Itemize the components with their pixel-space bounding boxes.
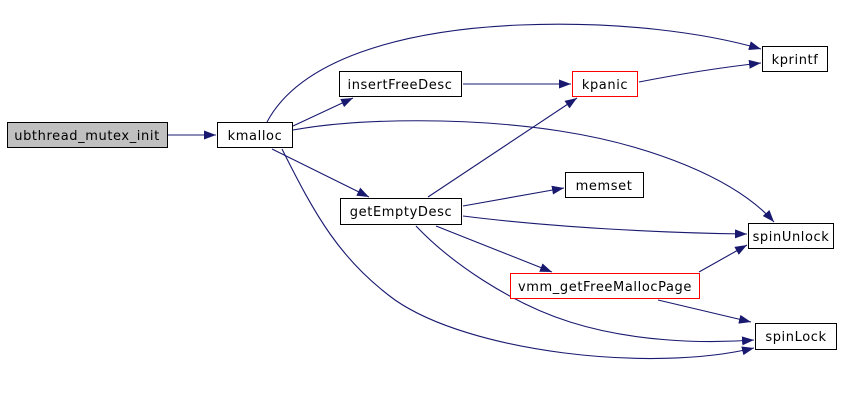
edge-getEmptyDesc-vmm_getFreeMallocPage — [435, 225, 553, 273]
edge-kmalloc-spinUnlock — [292, 120, 775, 223]
nodes-layer: ubthread_mutex_init kmalloc insertFreeDe… — [7, 46, 837, 350]
edge-getEmptyDesc-kpanic — [427, 97, 578, 198]
edge-getEmptyDesc-spinLock — [415, 225, 755, 346]
node-label: kmalloc — [228, 129, 283, 144]
edge-kmalloc-getEmptyDesc — [271, 148, 370, 198]
node-label: spinUnlock — [753, 230, 830, 245]
node-memset[interactable]: memset — [565, 172, 644, 198]
node-label: memset — [576, 179, 633, 194]
edge-vmm_getFreeMallocPage-spinLock — [657, 299, 752, 324]
edge-kmalloc-spinLock — [281, 148, 755, 360]
node-box[interactable] — [572, 71, 638, 97]
node-box[interactable] — [755, 323, 837, 350]
node-ubthread_mutex_init: ubthread_mutex_init — [7, 122, 168, 148]
node-box[interactable] — [748, 223, 834, 249]
node-insertFreeDesc[interactable]: insertFreeDesc — [339, 71, 462, 97]
node-label: ubthread_mutex_init — [14, 129, 160, 144]
node-box[interactable] — [510, 273, 700, 299]
node-kpanic[interactable]: kpanic — [572, 71, 638, 97]
node-kmalloc[interactable]: kmalloc — [217, 122, 293, 148]
node-box[interactable] — [762, 46, 828, 72]
node-vmm_getFreeMallocPage[interactable]: vmm_getFreeMallocPage — [510, 273, 700, 299]
node-label: getEmptyDesc — [350, 205, 452, 220]
node-box[interactable] — [565, 172, 644, 198]
node-label: spinLock — [765, 330, 826, 345]
node-label: kprintf — [772, 53, 819, 68]
edge-getEmptyDesc-memset — [462, 185, 565, 207]
node-box — [7, 122, 168, 148]
node-label: insertFreeDesc — [348, 78, 453, 93]
node-spinUnlock[interactable]: spinUnlock — [748, 223, 834, 249]
edge-vmm_getFreeMallocPage-spinUnlock — [698, 244, 748, 273]
edge-getEmptyDesc-spinUnlock — [462, 215, 748, 239]
node-box[interactable] — [340, 198, 462, 225]
edge-kmalloc-kprintf — [266, 23, 762, 123]
node-spinLock[interactable]: spinLock — [755, 323, 837, 350]
edges-layer — [168, 23, 775, 360]
node-getEmptyDesc[interactable]: getEmptyDesc — [340, 198, 462, 225]
node-box[interactable] — [339, 71, 462, 97]
node-box[interactable] — [217, 122, 293, 148]
node-label: vmm_getFreeMallocPage — [518, 280, 692, 295]
edge-kmalloc-insertFreeDesc — [292, 97, 354, 127]
node-kprintf[interactable]: kprintf — [762, 46, 828, 72]
edge-kpanic-kprintf — [638, 59, 762, 83]
node-label: kpanic — [582, 78, 628, 93]
